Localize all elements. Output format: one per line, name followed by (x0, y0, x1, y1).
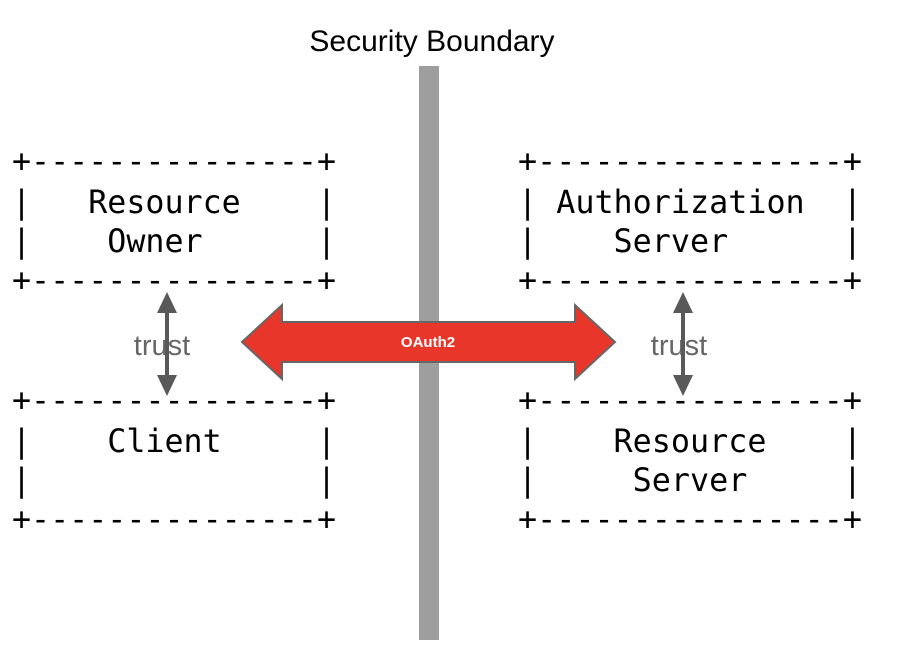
resource-owner-box: +---------------+ | Resource | | Owner |… (12, 142, 336, 299)
trust-arrow-left (157, 292, 177, 396)
trust-arrow-left-shaft (165, 312, 169, 378)
authorization-server-box: +----------------+ | Authorization | | S… (518, 142, 862, 299)
trust-label-left: trust (134, 330, 190, 362)
trust-arrow-left-head-up (157, 292, 177, 313)
oauth2-label: OAuth2 (401, 334, 455, 351)
resource-server-line-2: | Server | (518, 461, 862, 499)
client-line-2: | | (12, 461, 336, 499)
trust-arrow-left-head-down (157, 375, 177, 396)
resource-owner-line-1: | Resource | (12, 183, 336, 221)
resource-server-bottom-border: +----------------+ (518, 500, 862, 538)
authorization-server-top-border: +----------------+ (518, 142, 862, 180)
authorization-server-line-1: | Authorization | (518, 183, 862, 221)
security-boundary-title: Security Boundary (309, 25, 554, 58)
resource-server-top-border: +----------------+ (518, 381, 862, 419)
trust-arrow-right-shaft (681, 312, 685, 378)
client-bottom-border: +---------------+ (12, 500, 336, 538)
trust-arrow-right-head-up (673, 292, 693, 313)
resource-server-line-1: | Resource | (518, 422, 862, 460)
resource-owner-top-border: +---------------+ (12, 142, 336, 180)
client-top-border: +---------------+ (12, 381, 336, 419)
trust-label-right: trust (651, 330, 707, 362)
client-box: +---------------+ | Client | | | +------… (12, 381, 336, 538)
oauth2-double-arrow (240, 302, 617, 382)
resource-owner-bottom-border: +---------------+ (12, 261, 336, 299)
authorization-server-bottom-border: +----------------+ (518, 261, 862, 299)
authorization-server-line-2: | Server | (518, 222, 862, 260)
resource-owner-line-2: | Owner | (12, 222, 336, 260)
client-line-1: | Client | (12, 422, 336, 460)
resource-server-box: +----------------+ | Resource | | Server… (518, 381, 862, 538)
trust-arrow-right (673, 292, 693, 396)
trust-arrow-right-head-down (673, 375, 693, 396)
